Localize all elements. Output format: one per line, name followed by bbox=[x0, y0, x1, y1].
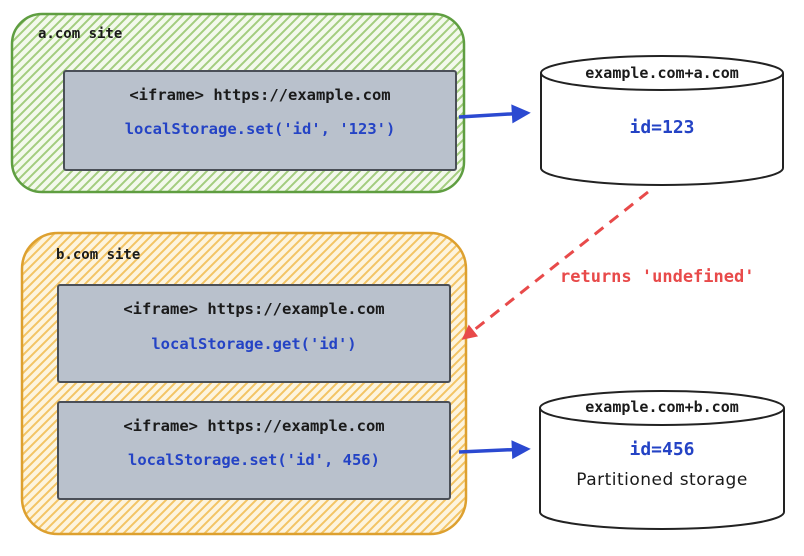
storage-a-label: example.com+a.com bbox=[585, 64, 739, 82]
a-iframe-box bbox=[63, 70, 457, 171]
arrow-a-to-storage-a bbox=[458, 104, 531, 124]
storage-b-label: example.com+b.com bbox=[585, 398, 739, 416]
storage-cylinder-a bbox=[540, 55, 784, 186]
storage-cylinder-b bbox=[539, 390, 785, 530]
b-iframe-set-box bbox=[57, 401, 451, 500]
b-site-label: b.com site bbox=[56, 247, 141, 263]
arrow-b-to-storage-b bbox=[458, 440, 531, 460]
b-iframe-set-title: <iframe> https://example.com bbox=[123, 417, 385, 435]
a-iframe-title: <iframe> https://example.com bbox=[129, 86, 391, 104]
b-iframe-set-code: localStorage.set('id', 456) bbox=[128, 451, 380, 469]
a-iframe-code: localStorage.set('id', '123') bbox=[124, 120, 396, 138]
b-iframe-get-code: localStorage.get('id') bbox=[151, 335, 357, 353]
b-iframe-get-box bbox=[57, 284, 451, 383]
returns-undefined-arrow bbox=[461, 190, 649, 340]
returns-undefined-label: returns 'undefined' bbox=[560, 267, 755, 287]
storage-b-caption: Partitioned storage bbox=[576, 470, 748, 490]
storage-b-value: id=456 bbox=[629, 439, 695, 460]
storage-a-value: id=123 bbox=[629, 117, 695, 138]
b-iframe-get-title: <iframe> https://example.com bbox=[123, 300, 385, 318]
a-site-label: a.com site bbox=[38, 26, 123, 42]
